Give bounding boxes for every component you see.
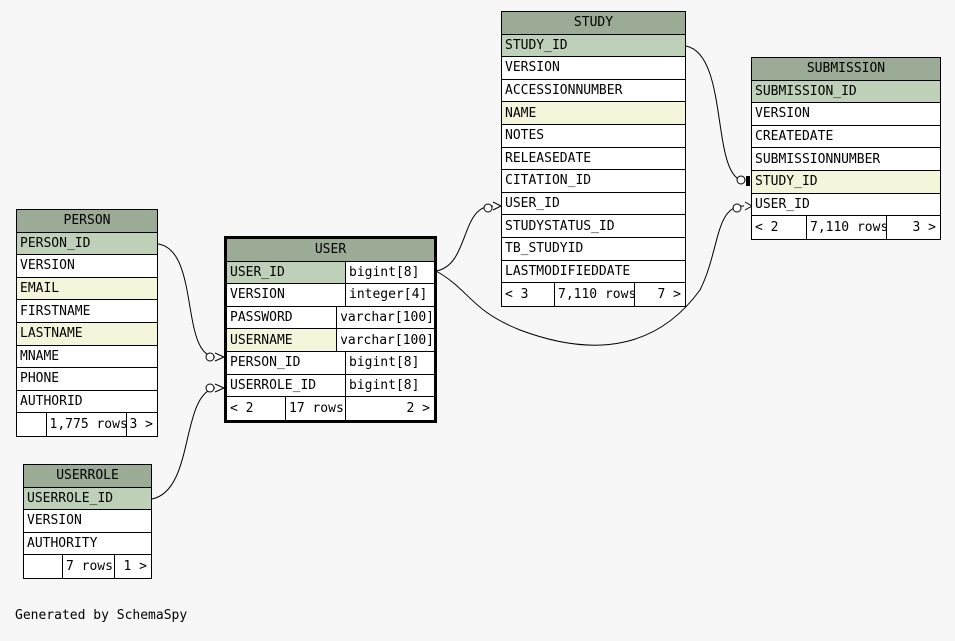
column-phone[interactable]: PHONE [20,371,60,387]
column-notes[interactable]: NOTES [505,128,545,144]
column-email[interactable]: EMAIL [20,281,60,297]
crowfoot-mark [492,201,503,211]
rel-study-submission [685,45,746,182]
column-version[interactable]: VERSION [505,60,560,76]
parents-count[interactable]: < 3 [505,286,529,302]
cardinality-circle [205,352,215,362]
column-releasedate[interactable]: RELEASEDATE [505,150,592,166]
column-authorid[interactable]: AUTHORID [20,394,83,410]
one-mark [746,176,750,186]
row-count: 7,110 rows [806,216,888,239]
generator-credit: Generated by SchemaSpy [15,608,188,623]
column-citation-id[interactable]: CITATION_ID [505,173,592,189]
column-study-id[interactable]: STUDY_ID [505,37,568,53]
row-count: 7 rows [62,555,114,578]
table-user[interactable]: USER USER_ID bigint[8] VERSION integer[4… [224,236,437,423]
table-header[interactable]: PERSON [17,210,157,233]
column-submissionnumber[interactable]: SUBMISSIONNUMBER [755,151,881,167]
parents-count[interactable]: < 2 [230,400,254,416]
row-count: 1,775 rows [45,413,128,436]
table-header[interactable]: USERROLE [24,465,151,488]
rel-person-user [157,243,216,358]
cardinality-circle [732,203,742,213]
column-version[interactable]: VERSION [27,513,82,529]
cardinality-circle [205,383,215,393]
column-type: bigint[8] [345,351,434,374]
column-user-id[interactable]: USER_ID [505,196,560,212]
table-study[interactable]: STUDY STUDY_ID VERSION ACCESSIONNUMBER N… [501,11,686,307]
column-username[interactable]: USERNAME [230,332,293,348]
column-userrole-id[interactable]: USERROLE_ID [230,377,317,393]
children-count[interactable]: 2 > [345,397,434,420]
crowfoot-mark [214,383,226,393]
column-version[interactable]: VERSION [230,287,285,303]
children-count[interactable]: 7 > [634,283,685,306]
cardinality-circle [736,175,746,185]
rel-userrole-user [151,387,216,500]
column-lastmodifieddate[interactable]: LASTMODIFIEDDATE [505,263,631,279]
column-person-id[interactable]: PERSON_ID [20,235,91,251]
column-name[interactable]: NAME [505,105,537,121]
column-password[interactable]: PASSWORD [230,310,293,326]
table-header[interactable]: STUDY [502,12,685,35]
column-study-id[interactable]: STUDY_ID [755,174,818,190]
column-studystatus-id[interactable]: STUDYSTATUS_ID [505,218,615,234]
column-type: varchar[100] [336,306,434,329]
parents-count[interactable]: < 2 [755,219,779,235]
table-footer: < 3 7,110 rows 7 > [502,283,685,306]
row-count: 7,110 rows [554,283,636,306]
column-type: bigint[8] [345,374,434,397]
children-count[interactable]: 3 > [886,216,940,239]
parents-count [24,555,62,578]
column-submission-id[interactable]: SUBMISSION_ID [755,83,857,99]
table-footer: 7 rows 1 > [24,555,151,578]
children-count[interactable]: 3 > [125,413,157,436]
row-count: 17 rows [285,397,345,420]
children-count[interactable]: 1 > [114,555,151,578]
cardinality-circle [483,203,493,213]
table-header[interactable]: USER [227,239,434,262]
table-header[interactable]: SUBMISSION [752,58,940,81]
table-person[interactable]: PERSON PERSON_ID VERSION EMAIL FIRSTNAME… [16,209,158,437]
column-firstname[interactable]: FIRSTNAME [20,303,91,319]
table-userrole[interactable]: USERROLE USERROLE_ID VERSION AUTHORITY 7… [23,464,152,579]
column-type: varchar[100] [336,329,434,351]
column-type: integer[4] [345,284,434,306]
table-footer: < 2 17 rows 2 > [227,397,434,420]
column-type: bigint[8] [345,261,434,284]
column-version[interactable]: VERSION [755,106,810,122]
column-person-id[interactable]: PERSON_ID [230,355,301,371]
column-user-id[interactable]: USER_ID [230,264,285,280]
column-tb-studyid[interactable]: TB_STUDYID [505,241,584,257]
crowfoot-mark [214,352,226,362]
column-version[interactable]: VERSION [20,258,75,274]
column-mname[interactable]: MNAME [20,348,60,364]
column-userrole-id[interactable]: USERROLE_ID [27,490,114,506]
table-footer: < 2 7,110 rows 3 > [752,216,940,239]
column-accessionnumber[interactable]: ACCESSIONNUMBER [505,83,623,99]
parents-count [17,413,46,436]
column-createdate[interactable]: CREATEDATE [755,129,834,145]
column-authority[interactable]: AUTHORITY [27,536,98,552]
column-lastname[interactable]: LASTNAME [20,326,83,342]
rel-user-submission [435,205,745,346]
table-submission[interactable]: SUBMISSION SUBMISSION_ID VERSION CREATED… [751,57,941,240]
rel-user-study [435,205,494,272]
column-user-id[interactable]: USER_ID [755,196,810,212]
table-footer: 1,775 rows 3 > [17,413,157,436]
